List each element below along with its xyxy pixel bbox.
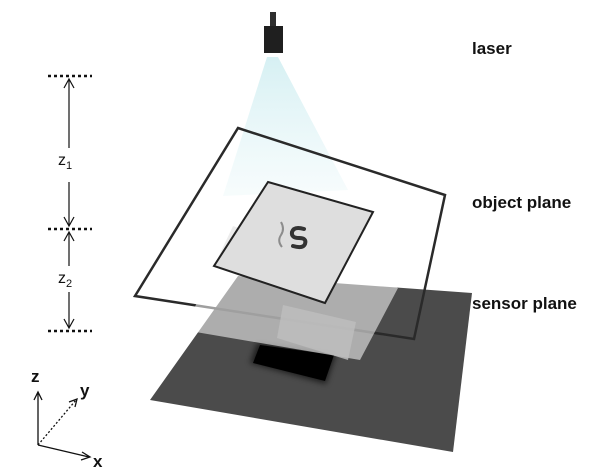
distance-markers <box>48 74 92 333</box>
axis-x-label: x <box>93 452 103 471</box>
coordinate-axes <box>33 390 92 461</box>
axis-y-label: y <box>80 381 90 400</box>
laser-icon <box>264 12 283 53</box>
sensor-highlight <box>277 305 356 360</box>
axis-z-label: z <box>31 367 40 386</box>
distance-z1-label: z1 <box>58 152 72 172</box>
specimen-icon <box>278 221 308 250</box>
object-plane-label: object plane <box>472 193 572 212</box>
object-plane-frame <box>132 126 447 341</box>
sensor-chip <box>253 345 334 381</box>
object-slide <box>212 180 375 305</box>
distance-z2-sub: 2 <box>66 278 73 291</box>
distance-z2-label: z2 <box>58 270 72 290</box>
sensor-plane-label: sensor plane <box>472 294 577 313</box>
distance-z1-base: z <box>58 152 66 169</box>
laser-label: laser <box>472 39 512 58</box>
distance-z1-sub: 1 <box>66 160 73 173</box>
laser-beam <box>223 57 348 196</box>
distance-z2-base: z <box>58 270 66 287</box>
